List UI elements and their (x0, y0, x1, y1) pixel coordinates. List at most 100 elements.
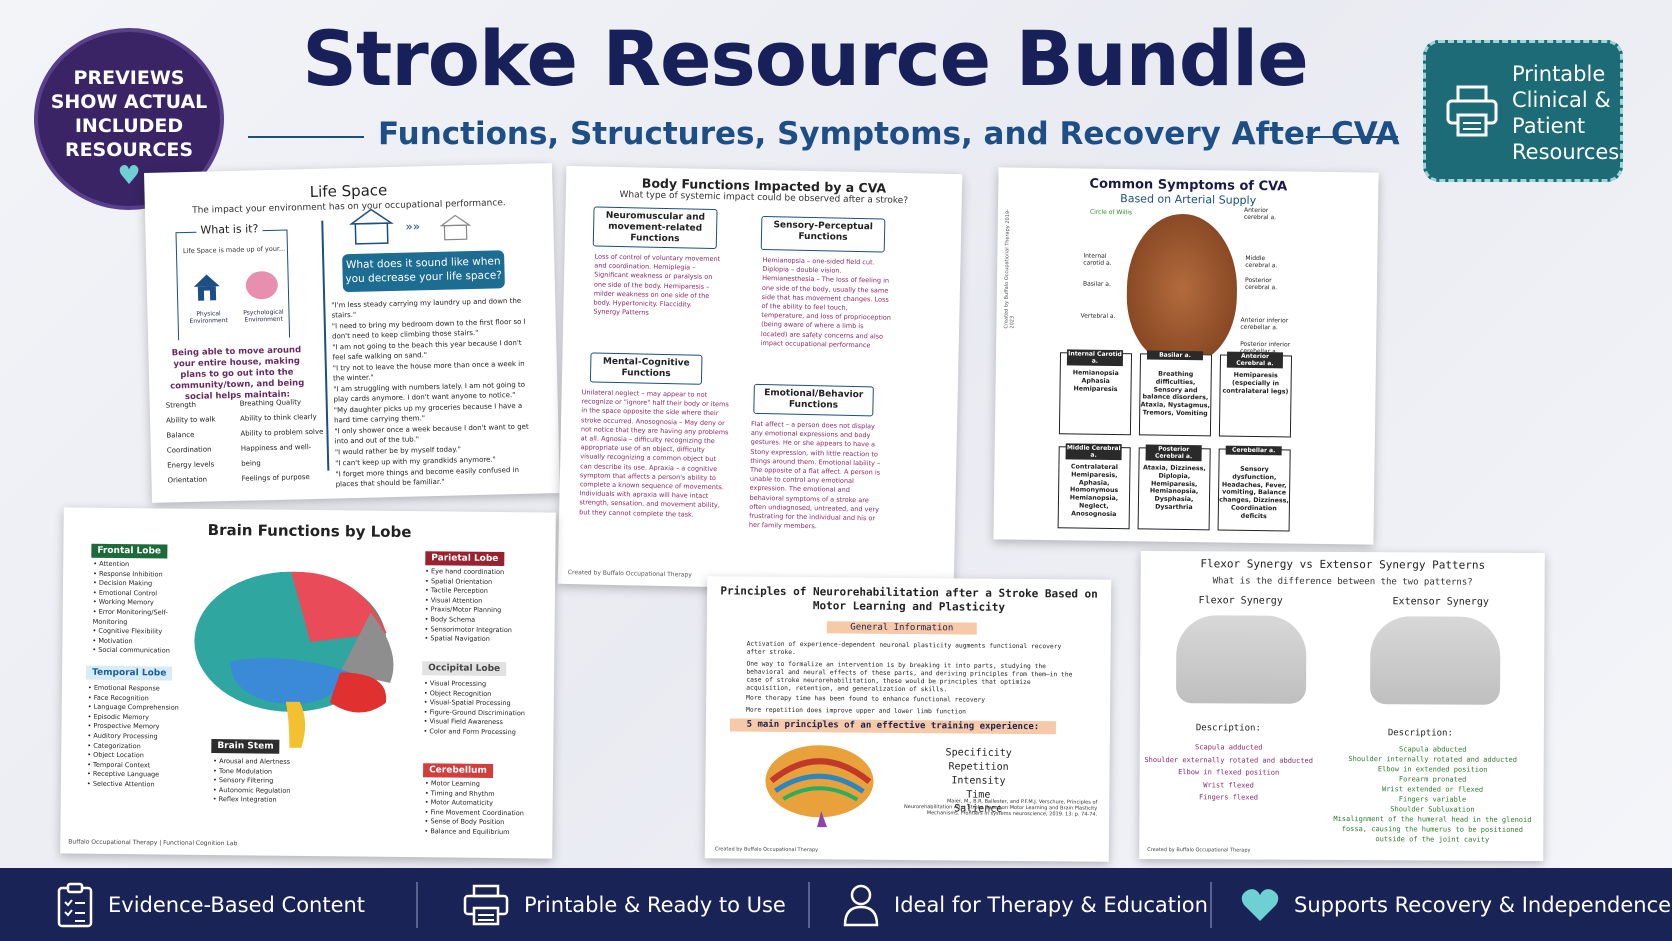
lobe-item: Selective Attention (87, 780, 191, 791)
brain-lobes-illustration (194, 571, 394, 748)
physical-label: Physical Environment (189, 310, 228, 325)
card-footer: Created by Buffalo Occupational Therapy (567, 569, 692, 579)
printable-line: Resources (1512, 140, 1620, 164)
card-title: Principles of Neurorehabilitation after … (720, 584, 1098, 614)
brain-icon (245, 270, 279, 300)
heart-icon (1241, 888, 1279, 921)
occipital-lobe-tag: Occipital Lobe (422, 661, 507, 677)
brainstem-tag: Brain Stem (211, 738, 280, 754)
skill-item: Balance (166, 430, 195, 440)
side-credit: Created by Buffalo Occupational Therapy … (1003, 209, 1016, 329)
symptom-box: Posterior Cerebral a. Ataxia, Dizziness,… (1137, 444, 1211, 531)
lobe-item: Error Monitoring/Self-Monitoring (93, 608, 193, 628)
houses-icon: »» (348, 208, 472, 245)
feature-printable: Printable & Ready to Use (462, 868, 786, 941)
principle-item: Repetition (948, 761, 1009, 773)
svg-text:»»: »» (405, 219, 420, 233)
subtitle-rule-right (1306, 136, 1398, 138)
features-bar: Evidence-Based Content Printable & Ready… (0, 868, 1672, 941)
symptom-box-head: Anterior Cerebral a. (1226, 351, 1284, 369)
emotional-text: Flat affect – a person does not display … (748, 419, 881, 531)
symptom-box-body: Ataxia, Dizziness, Diplopia, Hemiparesis… (1143, 464, 1206, 512)
emotional-box: Emotional/Behavior Functions (753, 383, 874, 417)
artery-label: Vertebral a. (1080, 312, 1116, 321)
separator (808, 882, 810, 928)
subtitle-rule-left (248, 136, 364, 138)
skill-item: Happiness and well-being (240, 443, 312, 468)
neuro-paragraph: Activation of experience-dependent neuro… (746, 640, 1062, 657)
card-title: Brain Functions by Lobe (207, 520, 412, 542)
flexor-torso-illustration (1176, 615, 1307, 704)
flexor-item: Scapula adducted (1195, 743, 1263, 752)
printable-line: Patient (1512, 114, 1586, 138)
made-up-label: Life Space is made up of your... (182, 244, 286, 256)
lobe-item: Color and Form Processing (423, 727, 543, 738)
artery-label: Anterior cerebral a. (1243, 206, 1277, 222)
page-subtitle: Functions, Structures, Symptoms, and Rec… (378, 116, 1400, 152)
brainstem-list: Arousal and Alertness Tone Modulation Se… (213, 757, 333, 806)
extensor-item: Shoulder internally rotated and adducted (1348, 755, 1518, 764)
sensory-text: Hemianopsia – one-sided field cut. Diplo… (760, 256, 892, 350)
artery-label: Internal carotid a. (1083, 252, 1112, 267)
principles-bar: 5 main principles of an effective traini… (729, 718, 1056, 735)
card-title: Flexor Synergy vs Extensor Synergy Patte… (1200, 557, 1486, 572)
symptom-box: Middle Cerebral a. Contralateral Hemipar… (1057, 443, 1131, 530)
person-icon (843, 884, 879, 926)
heart-icon: ♥ (117, 161, 141, 191)
skill-item: Ability to walk (165, 415, 216, 425)
lobe-item: Spatial Navigation (424, 634, 544, 645)
parietal-lobe-tag: Parietal Lobe (425, 551, 505, 567)
artery-label: Middle cerebral a. (1245, 254, 1278, 270)
cerebellum-tag: Cerebellum (423, 763, 493, 778)
symptom-box-head: Basilar a. (1146, 350, 1204, 361)
feature-therapy: Ideal for Therapy & Education (842, 868, 1208, 941)
card-footer: Created by Buffalo Occupational Therapy (714, 846, 819, 854)
life-space-card: Life Space The impact your environment h… (144, 163, 560, 503)
flexor-item: Shoulder externally rotated and abducted (1144, 755, 1314, 765)
what-is-it-box: What is it? Life Space is made up of you… (175, 222, 291, 341)
feature-label: Ideal for Therapy & Education (894, 892, 1208, 917)
quote: "I forget more things and become easily … (335, 465, 520, 489)
synergy-card: Flexor Synergy vs Extensor Synergy Patte… (1139, 550, 1545, 862)
card-subtitle: What is the difference between the two p… (1212, 576, 1473, 588)
neuromuscular-text: Loss of control of voluntary movement an… (593, 252, 721, 317)
badge-line: PREVIEWS (73, 67, 185, 89)
skill-item: Orientation (167, 475, 208, 485)
symptom-box-body: Hemiparesis (especially in contralateral… (1222, 371, 1289, 396)
cva-symptoms-card: Common Symptoms of CVA Based on Arterial… (993, 167, 1379, 545)
symptom-box-head: Internal Carotid a. (1066, 349, 1124, 367)
flexor-list: Scapula adducted Shoulder externally rot… (1143, 741, 1313, 804)
symptom-box: Basilar a. Breathing difficulties, Senso… (1138, 350, 1213, 437)
frontal-list: Attention Response Inhibition Decision M… (92, 560, 193, 657)
temporal-list: Emotional Response Face Recognition Lang… (87, 684, 192, 791)
neurorehab-card: Principles of Neurorehabilitation after … (704, 576, 1112, 862)
symptom-box-body: Breathing difficulties, Sensory and bala… (1140, 370, 1210, 418)
psychological-label: Psychological Environment (243, 308, 284, 324)
feature-label: Evidence-Based Content (108, 892, 366, 917)
lobe-item: Attention (93, 560, 193, 571)
skills-col-2: Breathing Quality Ability to think clear… (240, 395, 328, 487)
symptom-box-head: Posterior Cerebral a. (1145, 444, 1202, 462)
general-info-bar: General Information (826, 621, 977, 635)
flexor-item: Fingers flexed (1198, 793, 1259, 802)
feature-label: Supports Recovery & Independence (1294, 892, 1672, 917)
what-is-it-label: What is it? (196, 222, 263, 237)
badge-line: INCLUDED (74, 115, 184, 137)
subtitle-row: Functions, Structures, Symptoms, and Rec… (248, 114, 1400, 158)
printable-line: Printable (1512, 62, 1606, 86)
brain-lobes-card: Brain Functions by Lobe Frontal Lobe Att… (60, 507, 556, 859)
mental-cognitive-box: Mental-Cognitive Functions (589, 352, 703, 385)
flexor-heading: Flexor Synergy (1198, 595, 1283, 607)
house-icon (193, 274, 220, 301)
lobe-item: Emotional Response (88, 684, 192, 695)
frontal-lobe-tag: Frontal Lobe (91, 543, 168, 559)
brain-illustration (765, 745, 874, 828)
feature-recovery: Supports Recovery & Independence (1240, 868, 1671, 941)
skill-item: Strength (165, 400, 197, 410)
symptom-box-body: Sensory dysfunction, Headaches, Fever, v… (1219, 465, 1289, 520)
parietal-list: Eye hand coordination Spatial Orientatio… (424, 567, 545, 645)
lobe-item: Social communication (92, 646, 192, 657)
extensor-torso-illustration (1370, 616, 1501, 705)
sensory-box: Sensory-Perceptual Functions (760, 215, 886, 253)
